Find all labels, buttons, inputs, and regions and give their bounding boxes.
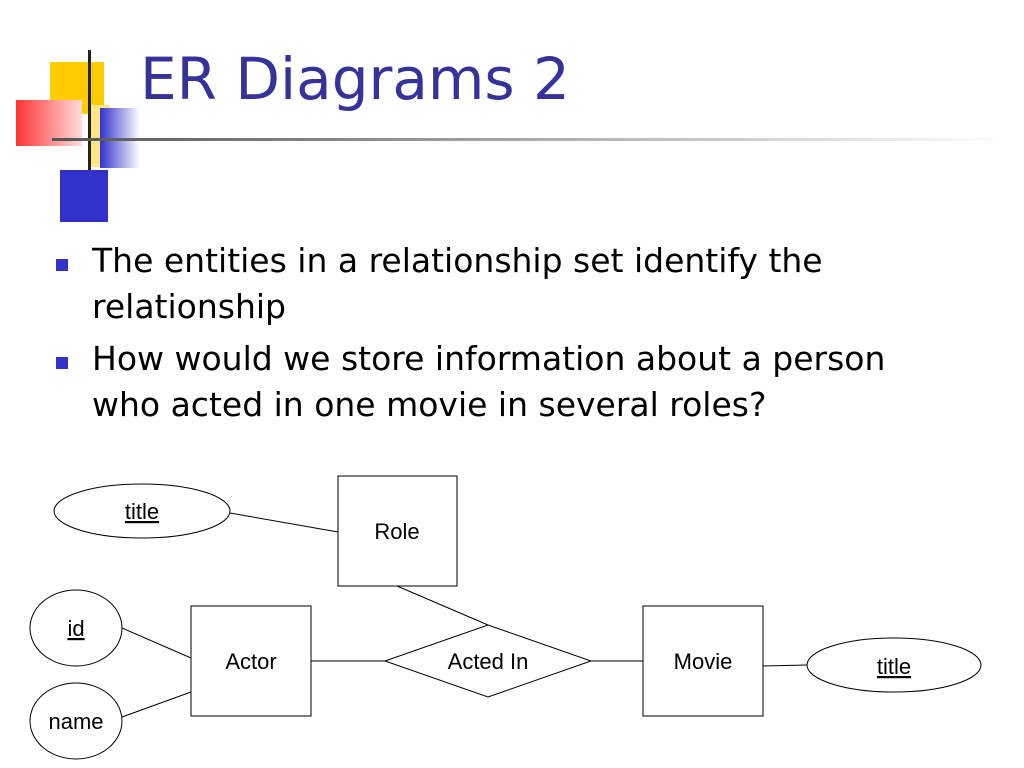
entity-actor-label: Actor (225, 649, 276, 674)
bullet-item: How would we store information about a p… (56, 336, 956, 428)
bullet-text: The entities in a relationship set ident… (92, 241, 823, 326)
connector-role-actedin (396, 585, 489, 626)
entity-role-label: Role (374, 519, 419, 544)
entity-role: Role (337, 475, 458, 587)
blue-block (60, 170, 108, 222)
attribute-actor-id: id (29, 589, 123, 667)
attribute-actor-name: name (29, 682, 123, 760)
square-bullet-icon (56, 259, 68, 271)
entity-movie-label: Movie (674, 649, 733, 674)
entity-movie: Movie (642, 605, 764, 717)
bullet-text: How would we store information about a p… (92, 339, 886, 424)
bullet-list: The entities in a relationship set ident… (56, 238, 956, 434)
attribute-role-title: title (53, 483, 231, 539)
title-underline (52, 138, 1012, 141)
connector-title-role (229, 512, 339, 533)
square-bullet-icon (56, 357, 68, 369)
bullet-item: The entities in a relationship set ident… (56, 238, 956, 330)
attribute-movie-title-label: title (877, 654, 911, 679)
attribute-actor-id-label: id (67, 616, 84, 641)
connector-name-actor (121, 691, 192, 718)
vertical-rule (88, 50, 91, 170)
er-diagram: Role title Actor id name Acted In Movie … (29, 475, 982, 760)
connector-movie-title (762, 664, 808, 667)
relationship-acted-in-label: Acted In (448, 649, 529, 674)
attribute-role-title-label: title (125, 499, 159, 524)
relationship-acted-in: Acted In (383, 624, 593, 698)
connector-id-actor (121, 627, 192, 659)
page-title: ER Diagrams 2 (140, 45, 570, 113)
attribute-actor-name-label: name (48, 709, 103, 734)
slide-decoration (16, 50, 1012, 222)
attribute-movie-title: title (806, 637, 982, 693)
entity-actor: Actor (190, 605, 312, 717)
